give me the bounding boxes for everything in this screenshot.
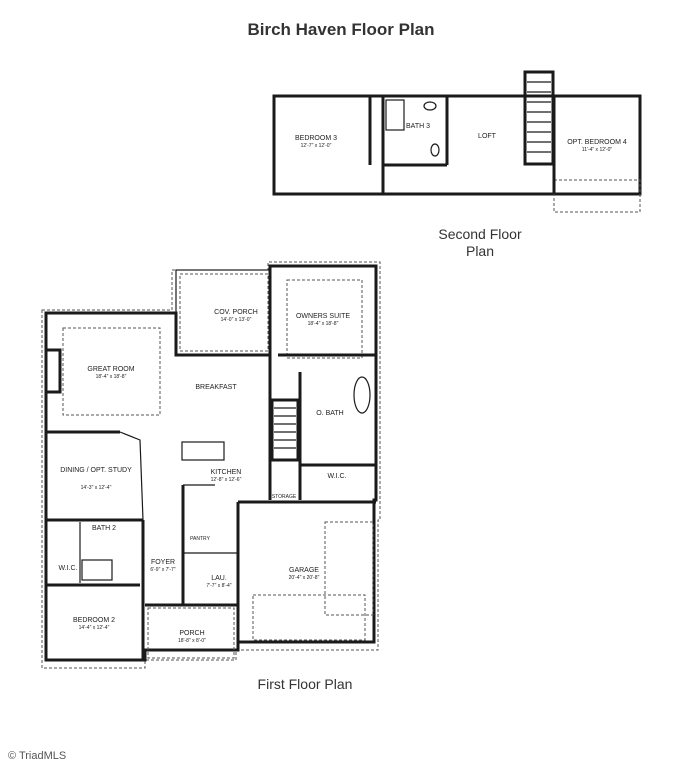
room-label: GREAT ROOM xyxy=(87,366,134,373)
second-floor-plan: BEDROOM 3 12'-7" x 12'-0" BATH 3 LOFT OP… xyxy=(272,70,642,213)
room-dims: 20'-4" x 20'-8" xyxy=(289,575,320,581)
room-dims: 14'-4" x 12'-4" xyxy=(79,625,110,631)
room-dims: 18'-8" x 8'-0" xyxy=(178,638,206,644)
room-label: W.I.C. xyxy=(58,565,77,572)
room-label: W.I.C. xyxy=(327,473,346,480)
room-label: PANTRY xyxy=(190,536,210,542)
caption-line: Plan xyxy=(465,243,495,259)
second-floor-outline xyxy=(272,94,642,196)
first-floor-plan: COV. PORCH 14'-0" x 13'-0" OWNERS SUITE … xyxy=(41,261,381,669)
caption-line: Second Floor xyxy=(438,226,522,242)
room-label: BEDROOM 2 xyxy=(73,617,115,624)
bedroom4-bump-out xyxy=(553,179,641,213)
room-label: KITCHEN xyxy=(211,469,242,476)
room-label: BATH 3 xyxy=(406,123,430,130)
room-label: BEDROOM 3 xyxy=(295,135,337,142)
room-label: GARAGE xyxy=(289,567,319,574)
room-label: OPT. BEDROOM 4 xyxy=(567,139,627,146)
room-label: OWNERS SUITE xyxy=(296,313,350,320)
room-label: O. BATH xyxy=(316,410,343,417)
room-label: FOYER xyxy=(151,559,175,566)
room-dims: 14'-0" x 13'-0" xyxy=(221,317,252,323)
first-floor-caption: First Floor Plan xyxy=(257,676,353,692)
room-dims: 12'-8" x 12'-6" xyxy=(211,477,242,483)
room-label: COV. PORCH xyxy=(214,309,258,316)
room-label: STORAGE xyxy=(272,494,297,500)
stair xyxy=(523,70,555,166)
room-label: LAU. xyxy=(211,575,227,582)
room-dims: 18'-4" x 18'-8" xyxy=(96,374,127,380)
stair-treads xyxy=(527,81,551,153)
room-dims: 18'-4" x 18'-8" xyxy=(308,321,339,327)
room-dims: 11'-4" x 12'-0" xyxy=(582,147,613,153)
room-dims: 6'-9" x 7'-7" xyxy=(150,567,175,573)
watermark: © TriadMLS xyxy=(8,750,67,762)
second-floor-caption: Second Floor Plan xyxy=(410,226,550,260)
plan-title: Birch Haven Floor Plan xyxy=(247,20,435,39)
room-label: PORCH xyxy=(179,630,204,637)
room-label: LOFT xyxy=(478,133,497,140)
room-label: DINING / OPT. STUDY xyxy=(60,467,132,474)
room-dims: 12'-7" x 12'-0" xyxy=(301,143,332,149)
room-label: BATH 2 xyxy=(92,525,116,532)
room-dims: 7'-7" x 8'-4" xyxy=(206,583,231,589)
room-label: BREAKFAST xyxy=(195,384,237,391)
room-dims: 14'-3" x 12'-4" xyxy=(81,485,112,491)
